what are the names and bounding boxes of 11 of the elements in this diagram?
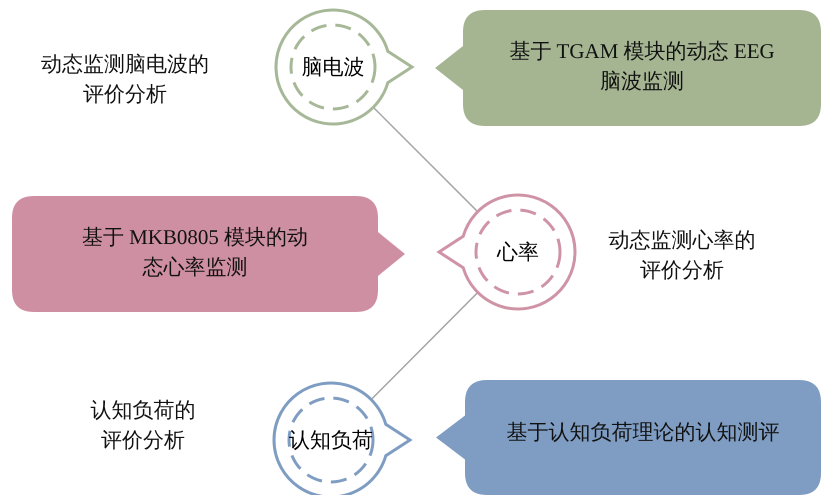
box-text: 基于 MKB0805 模块的动态心率监测 — [80, 224, 310, 281]
connector-line — [370, 292, 478, 400]
circle-label: 心率 — [497, 239, 539, 266]
box-text: 基于 TGAM 模块的动态 EEG 脑波监测 — [508, 38, 776, 95]
circle-label: 认知负荷 — [289, 427, 373, 454]
note-text: 动态监测心率的评价分析 — [608, 227, 756, 284]
box-text: 基于认知负荷理论的认知测评 — [506, 419, 780, 446]
connector-line — [372, 106, 478, 212]
circle-label: 脑电波 — [302, 54, 364, 81]
note-text: 认知负荷的评价分析 — [90, 397, 196, 454]
note-text: 动态监测脑电波的评价分析 — [40, 51, 210, 108]
